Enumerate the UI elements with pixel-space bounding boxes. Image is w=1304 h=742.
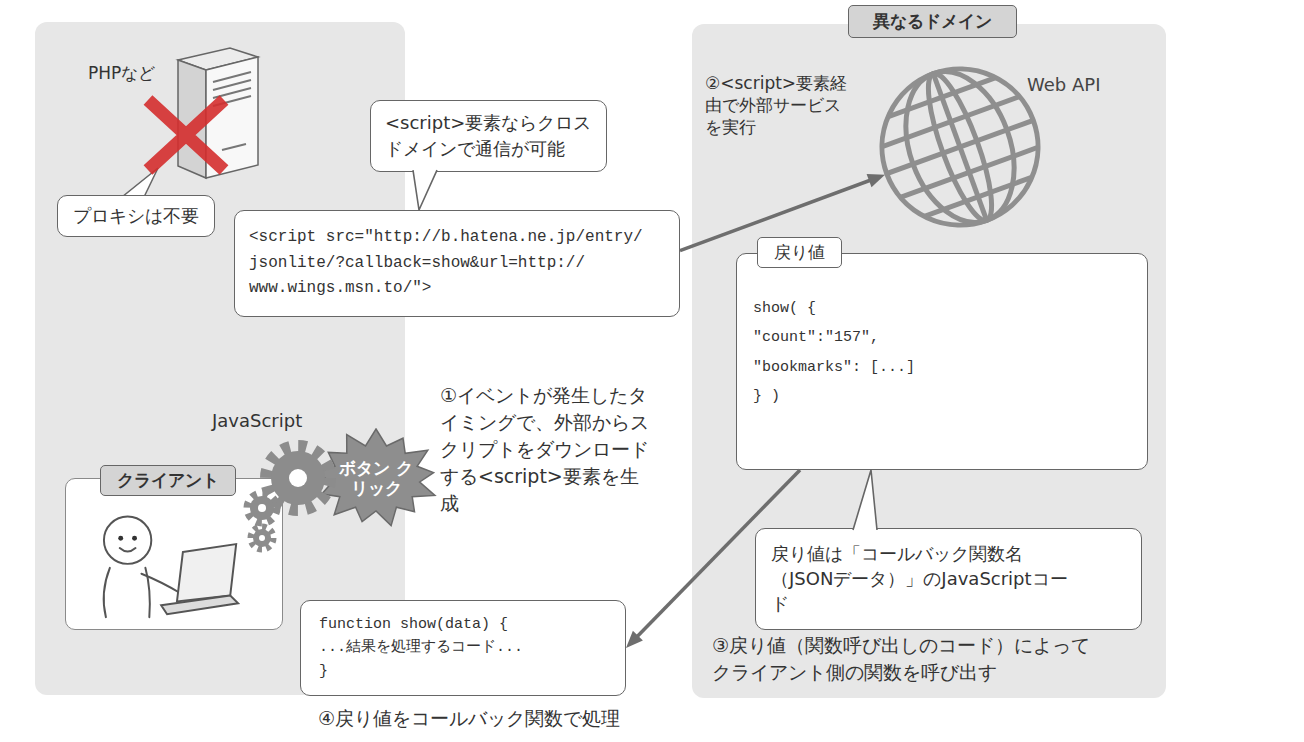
arrow-head bbox=[626, 631, 643, 648]
callout-tail bbox=[853, 470, 877, 530]
box-heading: 戻り値 bbox=[757, 237, 842, 268]
starburst-shape bbox=[314, 429, 435, 526]
arrow-connector bbox=[680, 174, 885, 251]
connector-line bbox=[637, 470, 801, 637]
step-note: ④戻り値をコールバック関数で処理 bbox=[318, 706, 620, 732]
tail-outline bbox=[853, 470, 877, 530]
callout-box: 戻り値は「コールバック関数名（JSONデータ）」のJavaScriptコード bbox=[755, 528, 1142, 630]
globe-parallel bbox=[898, 168, 1045, 226]
icon-label: PHPなど bbox=[88, 62, 155, 85]
gear-body bbox=[250, 496, 274, 520]
gear-teeth bbox=[251, 527, 273, 549]
code-text: show( { "count":"157", "bookmarks": [...… bbox=[753, 294, 933, 411]
code-text: function show(data) { ...結果を処理するコード... } bbox=[319, 613, 524, 683]
arrow-connector bbox=[626, 470, 800, 648]
gear-small bbox=[248, 494, 276, 522]
laptop-base bbox=[161, 595, 238, 614]
person-eye bbox=[118, 536, 123, 541]
panel-heading: 異なるドメイン bbox=[848, 5, 1017, 38]
speech-bubble: <script>要素ならクロスドメインで通信が可能 bbox=[370, 100, 607, 172]
icon-label: JavaScript bbox=[212, 410, 302, 431]
person-arm bbox=[141, 574, 180, 594]
gear-body bbox=[253, 529, 271, 547]
tail-fill bbox=[853, 470, 877, 530]
gear-hole bbox=[259, 535, 265, 541]
globe-parallel bbox=[889, 143, 1045, 201]
callout-tail bbox=[413, 170, 437, 210]
starburst-text: ボタン クリック bbox=[337, 458, 415, 499]
code-text: <script src="http://b.hatena.ne.jp/entry… bbox=[249, 225, 665, 302]
laptop-screen bbox=[177, 544, 236, 601]
tail-fill bbox=[413, 170, 437, 210]
connector-line bbox=[680, 180, 871, 251]
gear-hole bbox=[289, 469, 307, 487]
gear-hole bbox=[258, 504, 266, 512]
tail-outline bbox=[413, 170, 437, 210]
globe-drawing bbox=[875, 62, 1045, 232]
code-box: function show(data) { ...結果を処理するコード... } bbox=[300, 600, 626, 696]
step-note: ①イベントが発生したタイミングで、外部からスクリプトをダウンロードする<scri… bbox=[440, 382, 655, 517]
globe-icon: Web API bbox=[875, 62, 1045, 232]
person-head bbox=[104, 517, 151, 564]
client-side-panel bbox=[35, 22, 405, 695]
person-mouth bbox=[120, 548, 136, 551]
gear-body bbox=[271, 451, 325, 505]
globe-lines bbox=[875, 62, 1045, 232]
client-box: クライアント bbox=[65, 478, 283, 630]
return-value-box: 戻り値show( { "count":"157", "bookmarks": [… bbox=[736, 253, 1148, 470]
box-heading: クライアント bbox=[100, 465, 236, 496]
cross-mark bbox=[148, 100, 224, 170]
globe-parallel bbox=[880, 118, 1040, 176]
person-body bbox=[104, 568, 110, 617]
globe-parallel bbox=[875, 93, 1031, 151]
person-figure bbox=[104, 517, 238, 618]
gear-teeth bbox=[248, 494, 276, 522]
gear-small bbox=[251, 527, 273, 549]
callout-box: プロキシは不要 bbox=[57, 195, 215, 237]
globe-outline bbox=[875, 62, 1045, 232]
arrow-head bbox=[867, 174, 885, 187]
domain-panel: 異なるドメインWeb API戻り値show( { "count":"157", … bbox=[692, 24, 1166, 698]
icon-label: Web API bbox=[1027, 74, 1100, 95]
callout-text: プロキシは不要 bbox=[73, 204, 199, 228]
bubble-text: <script>要素ならクロスドメインで通信が可能 bbox=[385, 110, 592, 162]
person-drawing bbox=[66, 479, 282, 629]
step-note: ②<script>要素経由で外部サービスを実行 bbox=[705, 72, 850, 138]
person-eye bbox=[132, 536, 137, 541]
step-note: ③戻り値（関数呼び出しのコード）によってクライアント側の関数を呼び出す bbox=[712, 632, 1104, 685]
globe-parallel bbox=[875, 68, 1022, 126]
globe-parallels bbox=[875, 68, 1045, 226]
callout-text: 戻り値は「コールバック関数名（JSONデータ）」のJavaScriptコード bbox=[771, 541, 1076, 617]
code-box: <script src="http://b.hatena.ne.jp/entry… bbox=[234, 210, 680, 317]
